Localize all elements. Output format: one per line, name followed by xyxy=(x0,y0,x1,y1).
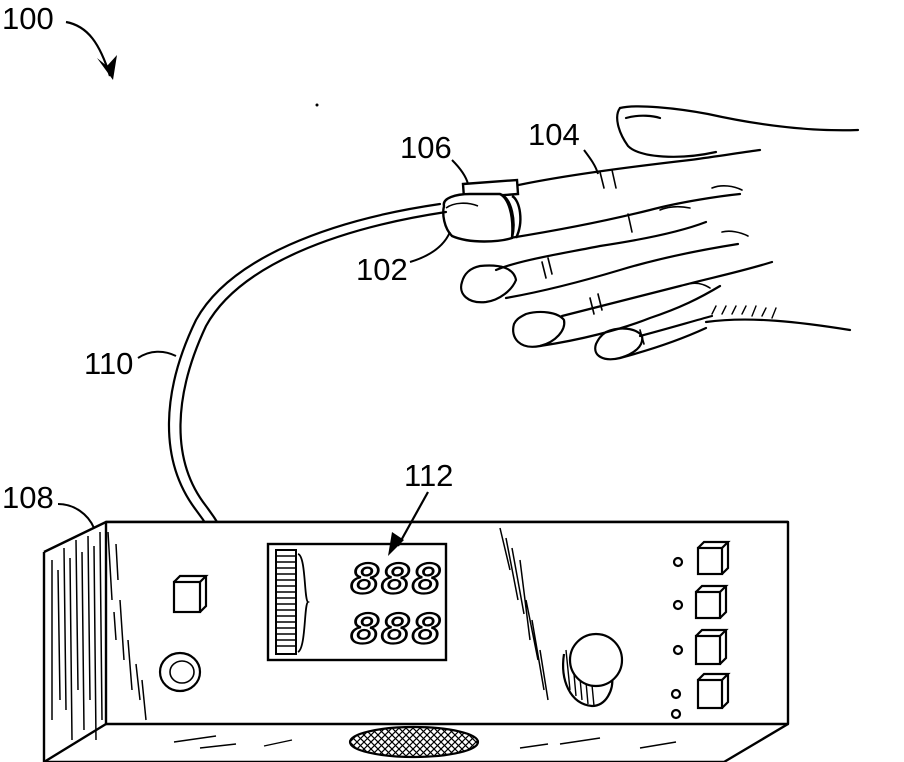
indicator-led-3 xyxy=(674,646,682,654)
leader-106 xyxy=(452,160,468,184)
label-112: 112 xyxy=(404,458,453,493)
figure-reference: 100 xyxy=(2,1,117,80)
upper-digit-readout: 888 xyxy=(350,557,442,603)
leader-104 xyxy=(584,150,598,174)
label-108: 108 xyxy=(2,480,54,515)
leader-102 xyxy=(410,232,450,262)
speaker-grille xyxy=(350,727,478,757)
hand xyxy=(461,106,858,359)
label-110: 110 xyxy=(84,346,133,381)
indicator-led-1 xyxy=(674,558,682,566)
label-104: 104 xyxy=(528,117,580,152)
label-102: 102 xyxy=(356,252,408,287)
leader-110 xyxy=(138,352,176,358)
leader-108 xyxy=(58,504,94,528)
cable-connector xyxy=(160,653,200,691)
figure-arrow xyxy=(66,22,110,76)
lower-digit-readout: 888 xyxy=(350,607,442,653)
finger-sensor xyxy=(443,180,520,242)
figure-arrowhead xyxy=(97,55,117,80)
indicator-led-5 xyxy=(672,710,680,718)
label-106: 106 xyxy=(400,130,452,165)
display-panel: 888 888 xyxy=(268,544,446,660)
sensor-housing xyxy=(443,194,513,242)
stray-mark xyxy=(316,104,319,107)
indicator-led-4 xyxy=(672,690,680,698)
indicator-led-2 xyxy=(674,601,682,609)
label-100: 100 xyxy=(2,1,54,36)
